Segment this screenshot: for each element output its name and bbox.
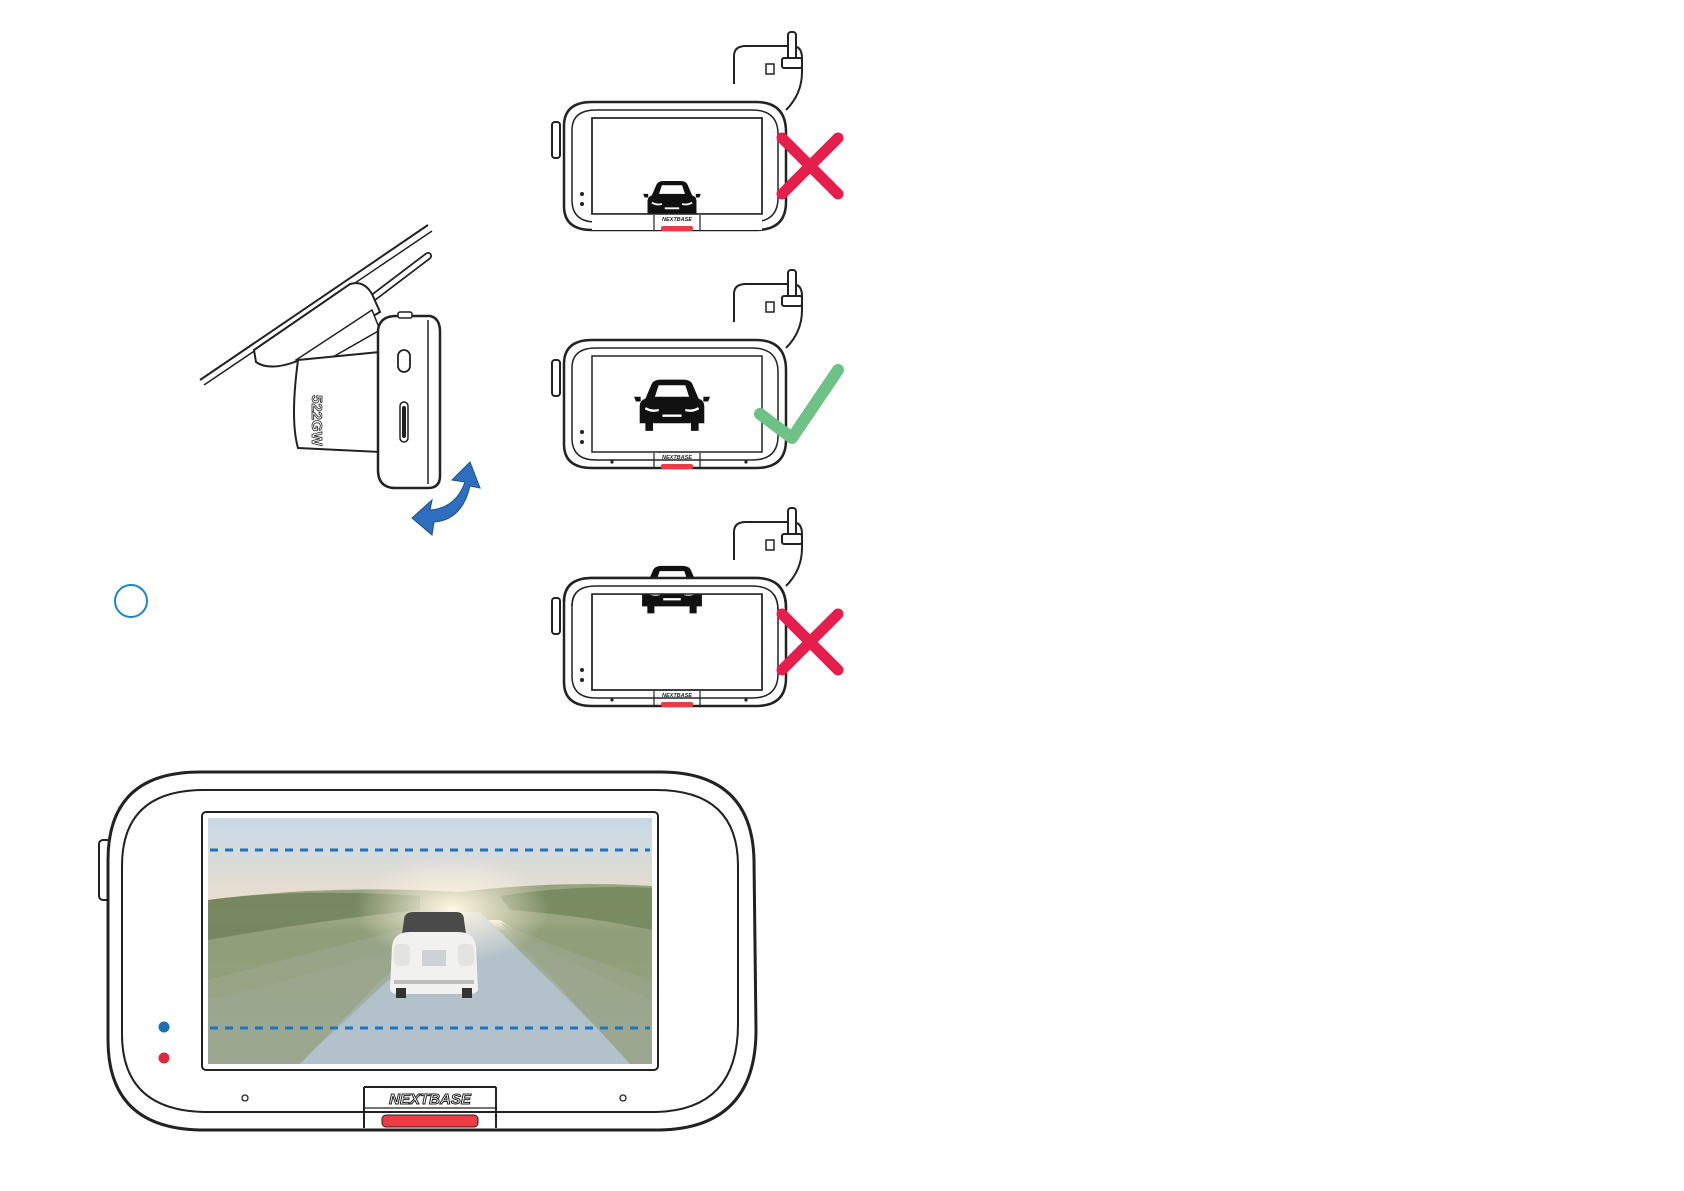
- example-tilted-up: NEXTBASE: [552, 32, 838, 231]
- status-led-blue: [159, 1022, 170, 1033]
- brand-label: NEXTBASE: [662, 217, 692, 223]
- status-led-red: [159, 1053, 170, 1064]
- model-badge-text: 522GW: [308, 395, 325, 447]
- brand-label: NEXTBASE: [662, 693, 692, 699]
- step-number-circle: [114, 584, 148, 618]
- camera-rear-view: NEXTBASE: [99, 772, 756, 1130]
- brand-label: NEXTBASE: [662, 455, 692, 461]
- example-level: NEXTBASE: [552, 270, 838, 469]
- cross-icon: [782, 138, 838, 194]
- example-tilted-down: NEXTBASE: [552, 508, 838, 707]
- side-view-camera: 522GW: [200, 225, 480, 535]
- brand-logo-text: NEXTBASE: [389, 1091, 472, 1108]
- record-button[interactable]: [382, 1115, 478, 1127]
- cross-icon: [782, 614, 838, 670]
